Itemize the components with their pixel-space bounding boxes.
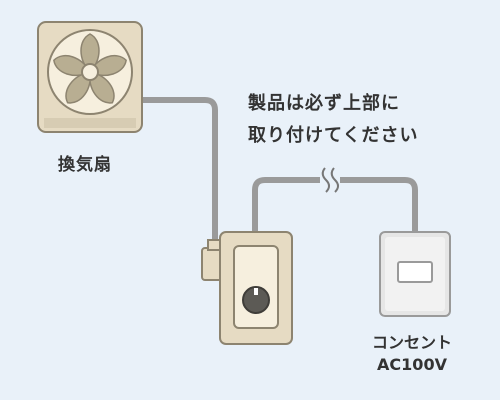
outlet-voltage-label: AC100V bbox=[377, 355, 447, 374]
exhaust-fan bbox=[37, 21, 143, 133]
fan-blades bbox=[53, 33, 127, 104]
fan-hub bbox=[81, 63, 99, 81]
note-line-2: 取り付けてください bbox=[248, 125, 419, 146]
outlet-socket bbox=[397, 261, 433, 283]
controller-dial bbox=[242, 286, 270, 314]
note-line-1: 製品は必ず上部に bbox=[248, 93, 400, 114]
installation-note: 製品は必ず上部に 取り付けてください bbox=[248, 88, 418, 152]
outlet-label: コンセント AC100V bbox=[372, 332, 452, 376]
cable-break-mark bbox=[320, 167, 340, 193]
fan-cable bbox=[137, 97, 218, 248]
controller-device bbox=[201, 231, 293, 345]
wall-outlet bbox=[379, 231, 451, 317]
fan-label: 換気扇 bbox=[58, 155, 112, 175]
outlet-name-label: コンセント bbox=[372, 333, 453, 352]
